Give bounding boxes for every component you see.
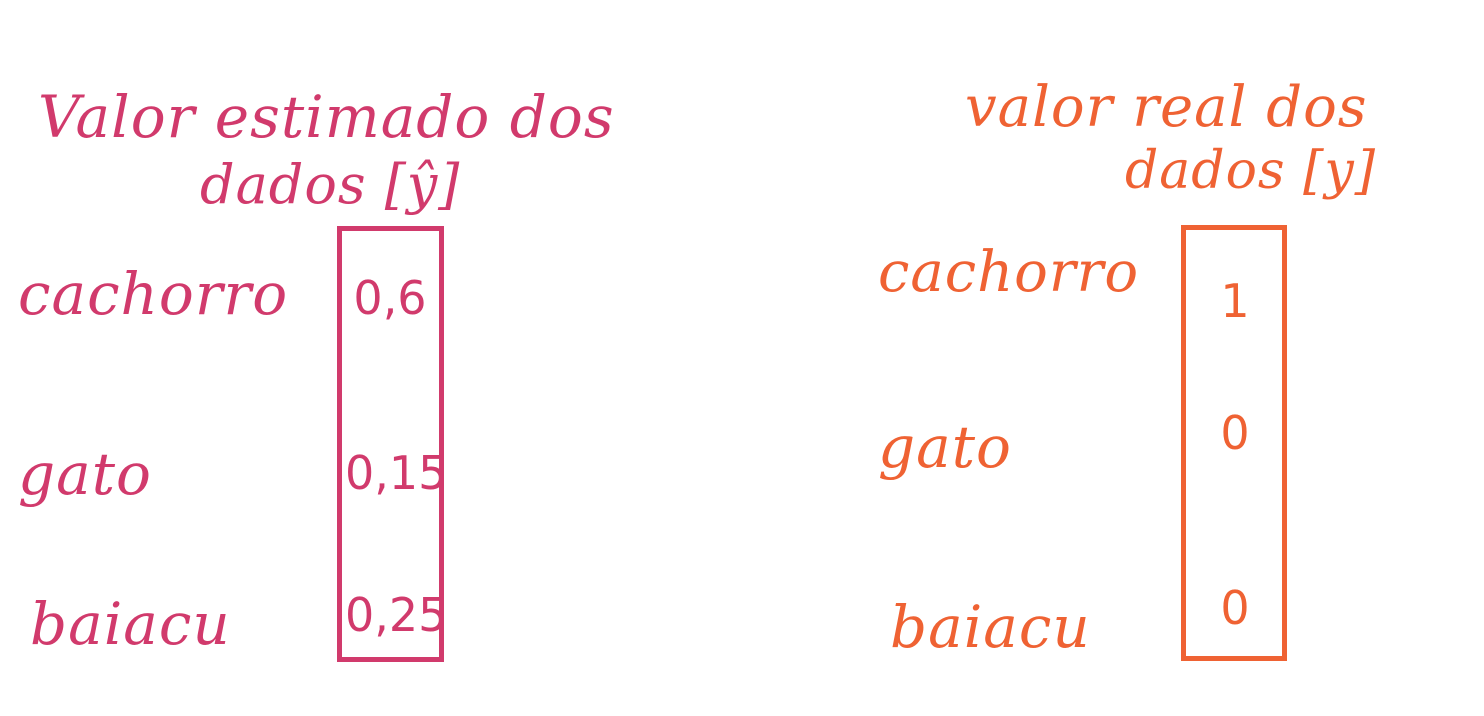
estimated-vector-box (337, 226, 444, 662)
estimated-label-cachorro: cachorro (18, 260, 289, 328)
estimated-value-baiacu: 0,25 (345, 588, 448, 642)
estimated-title-line1: Valor estimado dos (38, 83, 615, 151)
estimated-title-line2: dados [ŷ] (200, 153, 461, 216)
real-label-baiacu: baiacu (890, 593, 1091, 661)
real-vector-box (1181, 225, 1287, 661)
real-label-gato: gato (878, 413, 1012, 481)
estimated-value-gato: 0,15 (345, 446, 448, 500)
real-label-cachorro: cachorro (878, 240, 1140, 305)
real-value-gato: 0 (1220, 406, 1250, 460)
estimated-label-baiacu: baiacu (30, 590, 231, 658)
real-value-baiacu: 0 (1220, 581, 1250, 635)
real-value-cachorro: 1 (1220, 274, 1250, 328)
estimated-value-cachorro: 0,6 (353, 271, 427, 325)
real-title-line1: valor real dos (965, 75, 1368, 140)
estimated-label-gato: gato (18, 440, 152, 508)
real-title-line2: dados [y] (1125, 141, 1377, 201)
